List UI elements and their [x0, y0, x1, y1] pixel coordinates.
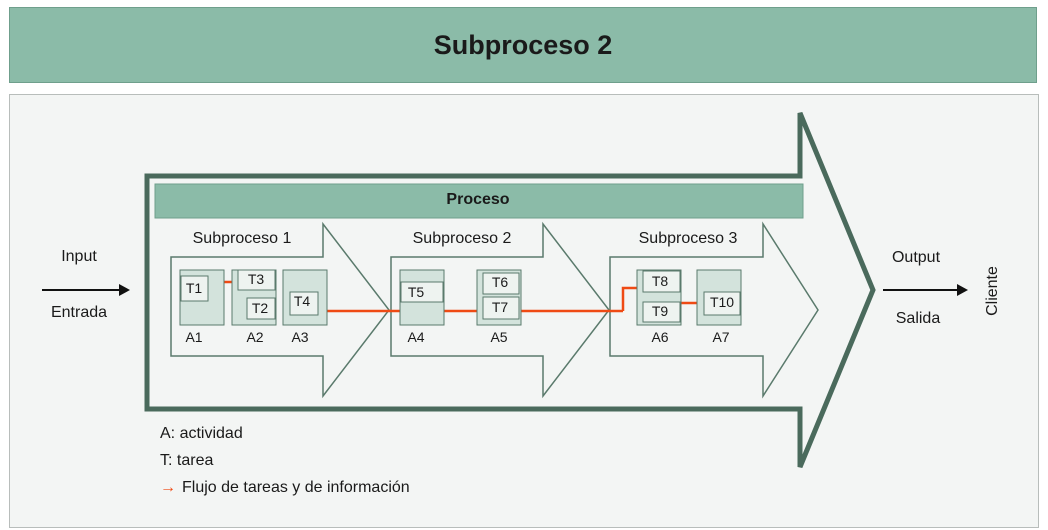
task-box-t5 [400, 281, 444, 303]
activity-label-a7: A7 [712, 329, 729, 345]
output-label: Output [892, 249, 941, 266]
activity-label-a1: A1 [185, 329, 202, 345]
legend-activity: A: actividad [160, 425, 243, 442]
task-box-t7 [482, 296, 520, 320]
task-label-t6: T6 [492, 274, 509, 290]
flow-line-branch [621, 286, 638, 311]
legend-flow: Flujo de tareas y de información [182, 479, 410, 496]
task-box-t6 [482, 272, 520, 295]
task-label-t10: T10 [710, 294, 734, 310]
page-title: Subproceso 2 [433, 29, 613, 60]
legend-task: T: tarea [160, 452, 213, 469]
task-box-t4 [289, 291, 319, 316]
subprocess-label-1: Subproceso 1 [193, 230, 292, 247]
task-label-t1: T1 [186, 280, 203, 296]
activity-label-a3: A3 [291, 329, 308, 345]
salida-label: Salida [896, 310, 941, 327]
task-box-t8 [642, 270, 681, 293]
subprocess-label-3: Subproceso 3 [639, 230, 738, 247]
activity-label-a6: A6 [651, 329, 668, 345]
task-label-t2: T2 [252, 300, 269, 316]
task-box-t2 [246, 297, 276, 320]
task-box-t9 [642, 301, 681, 323]
activity-label-a2: A2 [246, 329, 263, 345]
task-box-t1 [180, 275, 209, 302]
subprocess-label-2: Subproceso 2 [413, 230, 512, 247]
task-label-t3: T3 [248, 271, 265, 287]
process-banner [154, 183, 804, 219]
title-banner: Subproceso 2 [9, 7, 1037, 83]
task-label-t5: T5 [408, 284, 425, 300]
input-label: Input [61, 248, 97, 265]
client-label: Cliente [984, 266, 1001, 316]
task-box-t10 [703, 291, 741, 316]
task-label-t4: T4 [294, 293, 311, 309]
task-box-t3 [237, 269, 276, 291]
activity-label-a4: A4 [407, 329, 424, 345]
output-arrow-head [957, 284, 968, 296]
task-label-t8: T8 [652, 273, 669, 289]
subprocess-arrow-1 [170, 221, 390, 399]
activity-label-a5: A5 [490, 329, 507, 345]
input-arrow-head [119, 284, 130, 296]
flow-lines [224, 280, 697, 313]
entrada-label: Entrada [51, 304, 107, 321]
process-label: Proceso [446, 191, 509, 208]
task-label-t9: T9 [652, 303, 669, 319]
task-label-t7: T7 [492, 299, 509, 315]
tasks [180, 269, 741, 323]
legend-flow-arrow: → [160, 479, 176, 496]
